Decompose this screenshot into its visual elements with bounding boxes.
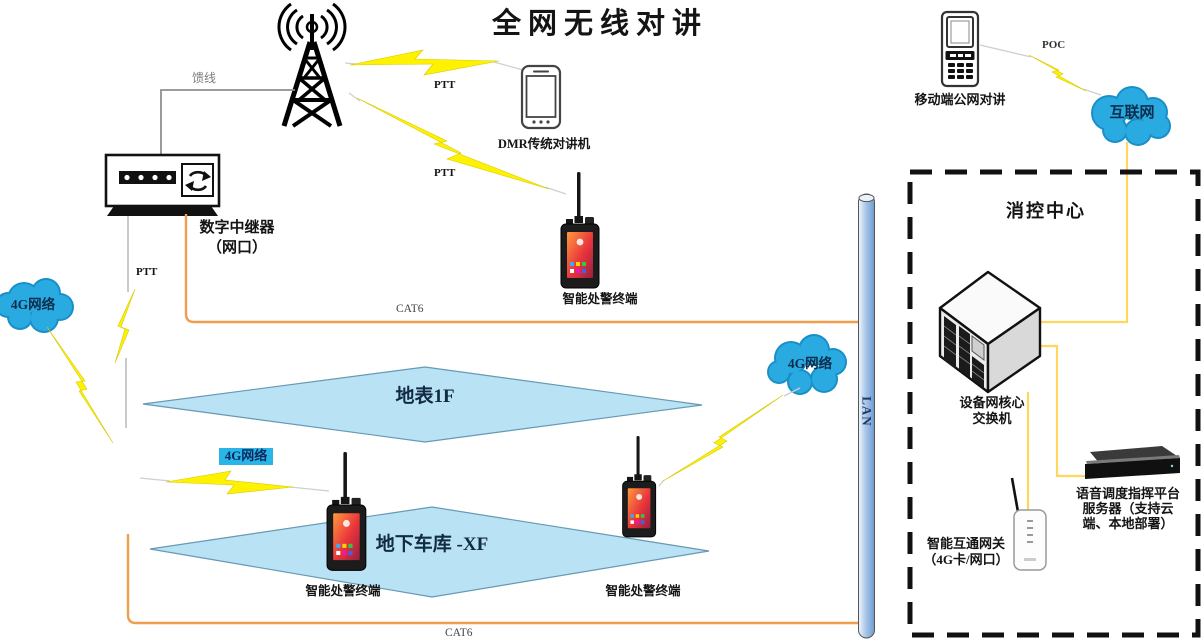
antenna-tower-icon [277, 2, 347, 128]
repeater-label-line2: （网口） [206, 240, 267, 256]
switch-to-server-line [1040, 344, 1086, 478]
smart-gateway-label-line1: 智能互通网关 [926, 536, 1005, 551]
cloud-4g-right-icon [767, 334, 847, 395]
poc-label: POC [1042, 39, 1066, 51]
smart-terminal-label: 智能处警终端 [605, 584, 681, 598]
feeder-label: 馈线 [192, 71, 217, 85]
cat6-label: CAT6 [396, 303, 424, 315]
cat6-cable-bottom [126, 534, 860, 625]
smart-gateway-label-line2: （4G卡/网口） [923, 552, 1009, 567]
floor-underground-label: 地下车库 -XF [375, 534, 489, 555]
lightning-bolt-icon [349, 49, 500, 76]
lightning-bolt-icon [1028, 54, 1087, 92]
ptt-label: PTT [434, 79, 456, 91]
smart-terminal-radio-icon [622, 435, 657, 538]
mobile-poc-label: 移动端公网对讲 [914, 92, 1006, 107]
tag-4g-label: 4G网络 [219, 448, 273, 465]
repeater-label-line1: 数字中继器 [199, 220, 275, 236]
dmr-phone-icon [520, 64, 562, 130]
digital-repeater-icon [104, 153, 221, 216]
cloud-4g-left-icon [0, 278, 74, 333]
dispatch-server-icon [1085, 446, 1180, 479]
floor-surface-label: 地表1F [395, 386, 455, 407]
dispatch-server-label: 语音调度指挥平台服务器（支持云端、本地部署） [1076, 486, 1181, 531]
lightning-bolt-icon [114, 288, 136, 364]
lan-bus-label: LAN [859, 396, 875, 427]
floor-surface-plane [142, 366, 703, 443]
cloud-internet-icon [1091, 86, 1171, 146]
mobile-poc-phone-icon [940, 10, 980, 88]
ptt-label: PTT [136, 266, 158, 278]
diagram-title: 全网无线对讲 [491, 8, 708, 40]
dmr-phone-label: DMR传统对讲机 [497, 137, 591, 151]
control-center-boundary [907, 169, 1201, 638]
core-switch-label-line2: 交换机 [972, 411, 1012, 426]
cloud-4g-label: 4G网络 [787, 356, 833, 371]
cloud-4g-label: 4G网络 [10, 297, 56, 312]
lightning-bolt-icon [165, 470, 294, 495]
lightning-bolt-icon [662, 394, 784, 482]
ptt-label: PTT [434, 167, 456, 179]
lightning-bolt-icon [46, 326, 114, 444]
smart-terminal-label: 智能处警终端 [562, 292, 638, 306]
lan-bus-bar [858, 193, 875, 639]
smart-gateway-icon [1010, 477, 1047, 571]
internet-to-switch-line [1041, 142, 1129, 324]
core-switch-label-line1: 设备网核心 [959, 395, 1025, 410]
core-switch-icon [938, 270, 1042, 394]
lightning-bolt-icon [356, 97, 550, 190]
internet-cloud-label: 互联网 [1109, 105, 1155, 121]
smart-terminal-label: 智能处警终端 [305, 584, 381, 598]
cat6-cable-top [184, 214, 860, 324]
smart-terminal-radio-icon [560, 171, 600, 289]
cat6-label: CAT6 [445, 627, 473, 639]
feeder-line [160, 89, 295, 154]
control-center-title: 消控中心 [1006, 201, 1086, 221]
